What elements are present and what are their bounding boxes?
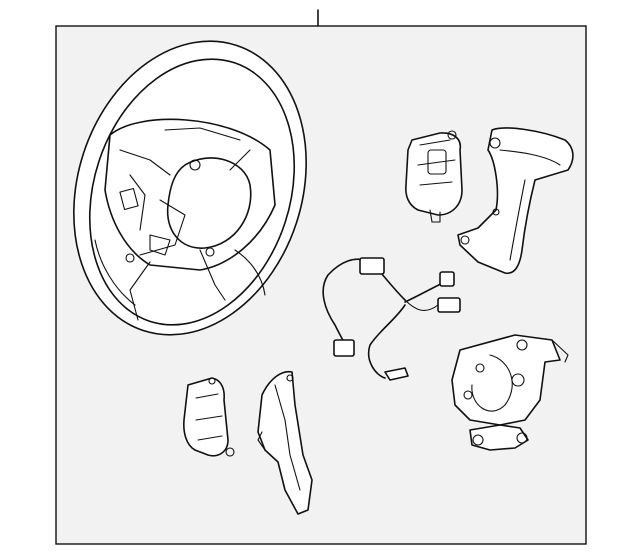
trim-bezel-right (457, 127, 574, 274)
steering-wheel (73, 40, 307, 336)
mounting-bracket (451, 334, 569, 451)
wiring-harness (322, 257, 461, 381)
switch-module (405, 130, 463, 223)
switch-small-left (183, 377, 235, 457)
trim-bezel-left (257, 370, 313, 515)
